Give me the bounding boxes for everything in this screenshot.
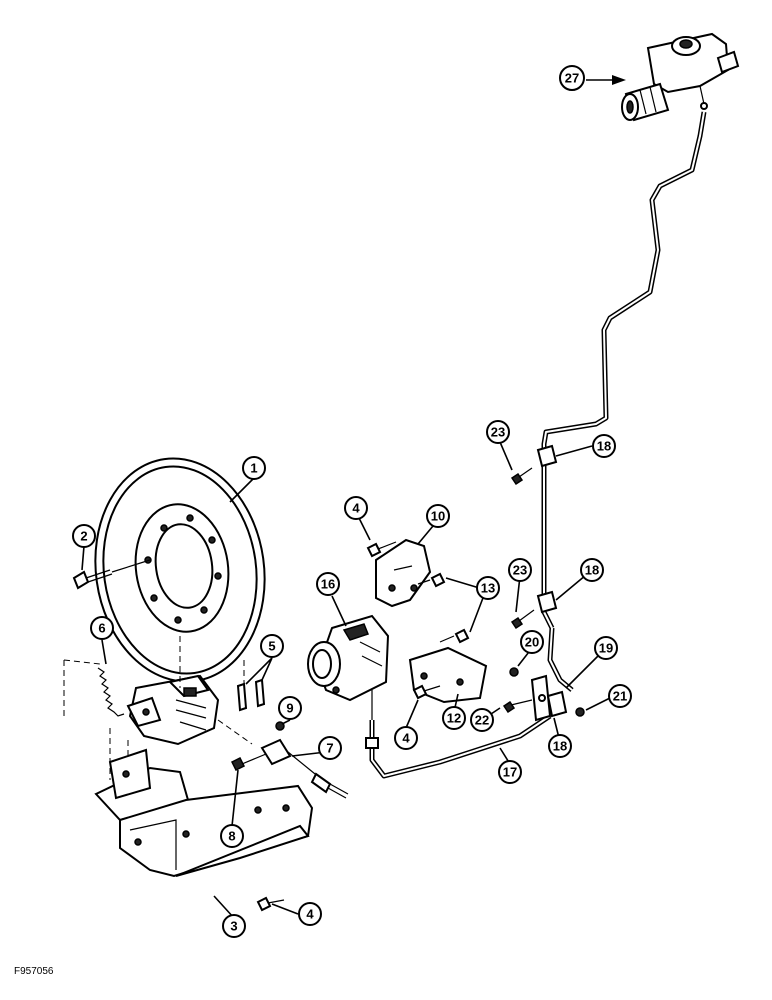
bolt-22 xyxy=(502,699,533,714)
bolt-2 xyxy=(72,559,151,590)
callout-6: 6 xyxy=(90,616,114,640)
callout-10: 10 xyxy=(426,504,450,528)
callout-17: 17 xyxy=(498,760,522,784)
washer-20 xyxy=(509,667,519,677)
callout-12: 12 xyxy=(442,706,466,730)
spring-6 xyxy=(97,667,125,717)
nut-21 xyxy=(575,707,585,717)
svg-text:16: 16 xyxy=(321,577,335,592)
figure-code: F957056 xyxy=(14,966,54,977)
svg-text:7: 7 xyxy=(326,741,333,756)
svg-text:10: 10 xyxy=(431,509,445,524)
callout-2: 2 xyxy=(72,524,96,548)
svg-text:9: 9 xyxy=(286,701,293,716)
callout-19: 19 xyxy=(594,636,618,660)
brake-line-lower xyxy=(365,627,574,779)
callout-16: 16 xyxy=(316,572,340,596)
svg-text:23: 23 xyxy=(513,563,527,578)
svg-text:21: 21 xyxy=(613,689,627,704)
svg-text:13: 13 xyxy=(481,581,495,596)
svg-text:19: 19 xyxy=(599,641,613,656)
svg-text:4: 4 xyxy=(352,501,360,516)
svg-text:8: 8 xyxy=(228,829,235,844)
bolt-4-upper xyxy=(366,541,397,558)
svg-text:3: 3 xyxy=(230,919,237,934)
pins-5 xyxy=(236,678,266,712)
callout-3: 3 xyxy=(222,914,246,938)
callout-1: 1 xyxy=(242,456,266,480)
svg-text:4: 4 xyxy=(402,731,410,746)
callout-4-upper: 4 xyxy=(344,496,368,520)
callout-9: 9 xyxy=(278,696,302,720)
pipe-clip-middle xyxy=(536,590,558,614)
svg-text:6: 6 xyxy=(98,621,105,636)
svg-text:18: 18 xyxy=(585,563,599,578)
callout-8: 8 xyxy=(220,824,244,848)
callout-18-lower: 18 xyxy=(548,734,572,758)
cable-7 xyxy=(230,721,349,799)
bolt-4-middle xyxy=(412,684,441,700)
callout-7: 7 xyxy=(318,736,342,760)
callout-23-lower: 23 xyxy=(508,558,532,582)
callout-5: 5 xyxy=(260,634,284,658)
svg-text:1: 1 xyxy=(250,461,257,476)
screw-23-upper xyxy=(510,467,533,486)
mounting-bracket xyxy=(94,748,314,878)
brake-line-upper xyxy=(541,111,707,630)
svg-text:18: 18 xyxy=(597,439,611,454)
callout-22: 22 xyxy=(470,708,494,732)
svg-text:23: 23 xyxy=(491,425,505,440)
svg-text:17: 17 xyxy=(503,765,517,780)
caliper-16 xyxy=(307,614,390,702)
svg-text:20: 20 xyxy=(525,635,539,650)
caliper-left xyxy=(126,674,220,746)
bracket-10 xyxy=(375,538,432,608)
svg-text:5: 5 xyxy=(268,639,275,654)
callout-13: 13 xyxy=(476,576,500,600)
callout-18-upper: 18 xyxy=(592,434,616,458)
callout-23-upper: 23 xyxy=(486,420,510,444)
callout-20: 20 xyxy=(520,630,544,654)
pipe-clip-upper xyxy=(536,444,558,468)
svg-text:4: 4 xyxy=(306,907,314,922)
master-cylinder xyxy=(621,32,740,122)
callout-21: 21 xyxy=(608,684,632,708)
bolts-13 xyxy=(417,572,470,644)
callout-4-bottom: 4 xyxy=(298,902,322,926)
svg-text:18: 18 xyxy=(553,739,567,754)
svg-text:2: 2 xyxy=(80,529,87,544)
svg-text:12: 12 xyxy=(447,711,461,726)
svg-text:22: 22 xyxy=(475,713,489,728)
callout-18-middle: 18 xyxy=(580,558,604,582)
screw-23-lower xyxy=(510,609,535,630)
bolt-4-bottom xyxy=(256,896,285,912)
callout-27: 27 xyxy=(559,65,585,91)
svg-text:27: 27 xyxy=(565,71,579,86)
callout-4-middle: 4 xyxy=(394,726,418,750)
brake-disc xyxy=(94,457,266,683)
line-bracket xyxy=(530,674,568,722)
